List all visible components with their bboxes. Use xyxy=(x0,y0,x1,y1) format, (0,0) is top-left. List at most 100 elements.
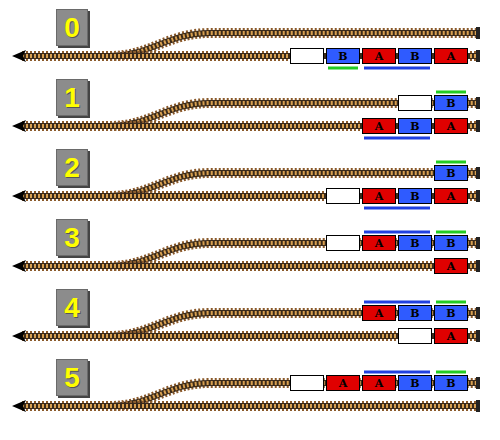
wagon-label: A xyxy=(375,121,384,132)
locomotive xyxy=(399,96,432,111)
wagon: A xyxy=(362,375,396,391)
buffer-stop xyxy=(476,377,480,389)
wagon-label: B xyxy=(446,98,455,109)
wagon-label: A xyxy=(339,378,348,389)
step-number: 0 xyxy=(56,9,88,46)
wagon: A xyxy=(434,328,468,344)
group-bar xyxy=(364,231,430,234)
wagon: B xyxy=(434,375,468,391)
group-bar xyxy=(436,371,466,374)
wagon: B xyxy=(398,375,432,391)
wagon-label: B xyxy=(446,308,455,319)
wagon-label: A xyxy=(375,378,384,389)
group-bar xyxy=(364,371,430,374)
wagon-label: A xyxy=(447,191,456,202)
group-bar xyxy=(436,231,466,234)
group-bar xyxy=(364,137,430,140)
direction-arrow xyxy=(12,260,26,272)
track-rails xyxy=(22,263,478,269)
direction-arrow xyxy=(12,50,26,62)
locomotive xyxy=(327,236,360,251)
buffer-stop xyxy=(476,50,480,62)
step-number: 3 xyxy=(56,219,88,256)
buffer-stop xyxy=(476,167,480,179)
buffer-stop xyxy=(476,120,480,132)
direction-arrow xyxy=(12,330,26,342)
wagon: B xyxy=(326,48,360,64)
buffer-stop xyxy=(476,190,480,202)
step-label: 0 xyxy=(64,14,80,42)
wagon: A xyxy=(326,375,360,391)
track-bed xyxy=(22,404,478,408)
wagon-label: B xyxy=(338,51,347,62)
step-label: 1 xyxy=(64,84,80,112)
wagon: A xyxy=(362,118,396,134)
wagon: B xyxy=(434,235,468,251)
wagon-label: A xyxy=(375,51,384,62)
buffer-stop xyxy=(476,400,480,412)
wagon: B xyxy=(398,118,432,134)
wagon: B xyxy=(434,95,468,111)
wagon-label: A xyxy=(375,191,384,202)
step-number: 2 xyxy=(56,149,88,186)
group-bar xyxy=(328,67,358,70)
wagon: A xyxy=(434,118,468,134)
track-rails xyxy=(22,403,478,409)
wagon-label: B xyxy=(410,238,419,249)
wagon-label: B xyxy=(446,378,455,389)
step-number: 4 xyxy=(56,289,88,326)
wagon-label: A xyxy=(447,51,456,62)
wagon: B xyxy=(398,235,432,251)
group-bar xyxy=(364,67,430,70)
buffer-stop xyxy=(476,97,480,109)
track-ties xyxy=(22,401,478,411)
wagon-label: B xyxy=(410,308,419,319)
step-number: 1 xyxy=(56,79,88,116)
wagon: A xyxy=(362,235,396,251)
wagon-label: B xyxy=(410,51,419,62)
group-bar xyxy=(436,161,466,164)
locomotive xyxy=(327,189,360,204)
buffer-stop xyxy=(476,237,480,249)
track-ties xyxy=(22,261,478,271)
group-bar xyxy=(364,207,430,210)
wagon-label: A xyxy=(375,308,384,319)
wagon: B xyxy=(398,305,432,321)
buffer-stop xyxy=(476,260,480,272)
wagon-label: B xyxy=(446,238,455,249)
buffer-stop xyxy=(476,27,480,39)
wagon: B xyxy=(398,48,432,64)
wagon: A xyxy=(362,48,396,64)
locomotive xyxy=(291,376,324,391)
track-bed xyxy=(22,264,478,268)
wagon: B xyxy=(434,305,468,321)
wagon-label: A xyxy=(447,331,456,342)
wagon-label: B xyxy=(446,168,455,179)
wagon-label: A xyxy=(375,238,384,249)
wagon-label: B xyxy=(410,191,419,202)
step-label: 3 xyxy=(64,224,80,252)
wagon-label: B xyxy=(410,121,419,132)
buffer-stop xyxy=(476,307,480,319)
group-bar xyxy=(436,91,466,94)
wagon: A xyxy=(362,305,396,321)
wagon: A xyxy=(434,48,468,64)
direction-arrow xyxy=(12,120,26,132)
step-label: 5 xyxy=(64,364,80,392)
group-bar xyxy=(364,301,430,304)
wagon: B xyxy=(434,165,468,181)
wagon-label: A xyxy=(447,261,456,272)
step-label: 4 xyxy=(64,294,80,322)
locomotive xyxy=(291,49,324,64)
wagon: B xyxy=(398,188,432,204)
wagon-label: B xyxy=(410,378,419,389)
direction-arrow xyxy=(12,400,26,412)
buffer-stop xyxy=(476,330,480,342)
step-number: 5 xyxy=(56,359,88,396)
locomotive xyxy=(399,329,432,344)
step-label: 2 xyxy=(64,154,80,182)
direction-arrow xyxy=(12,190,26,202)
wagon: A xyxy=(362,188,396,204)
wagon-label: A xyxy=(447,121,456,132)
group-bar xyxy=(436,301,466,304)
